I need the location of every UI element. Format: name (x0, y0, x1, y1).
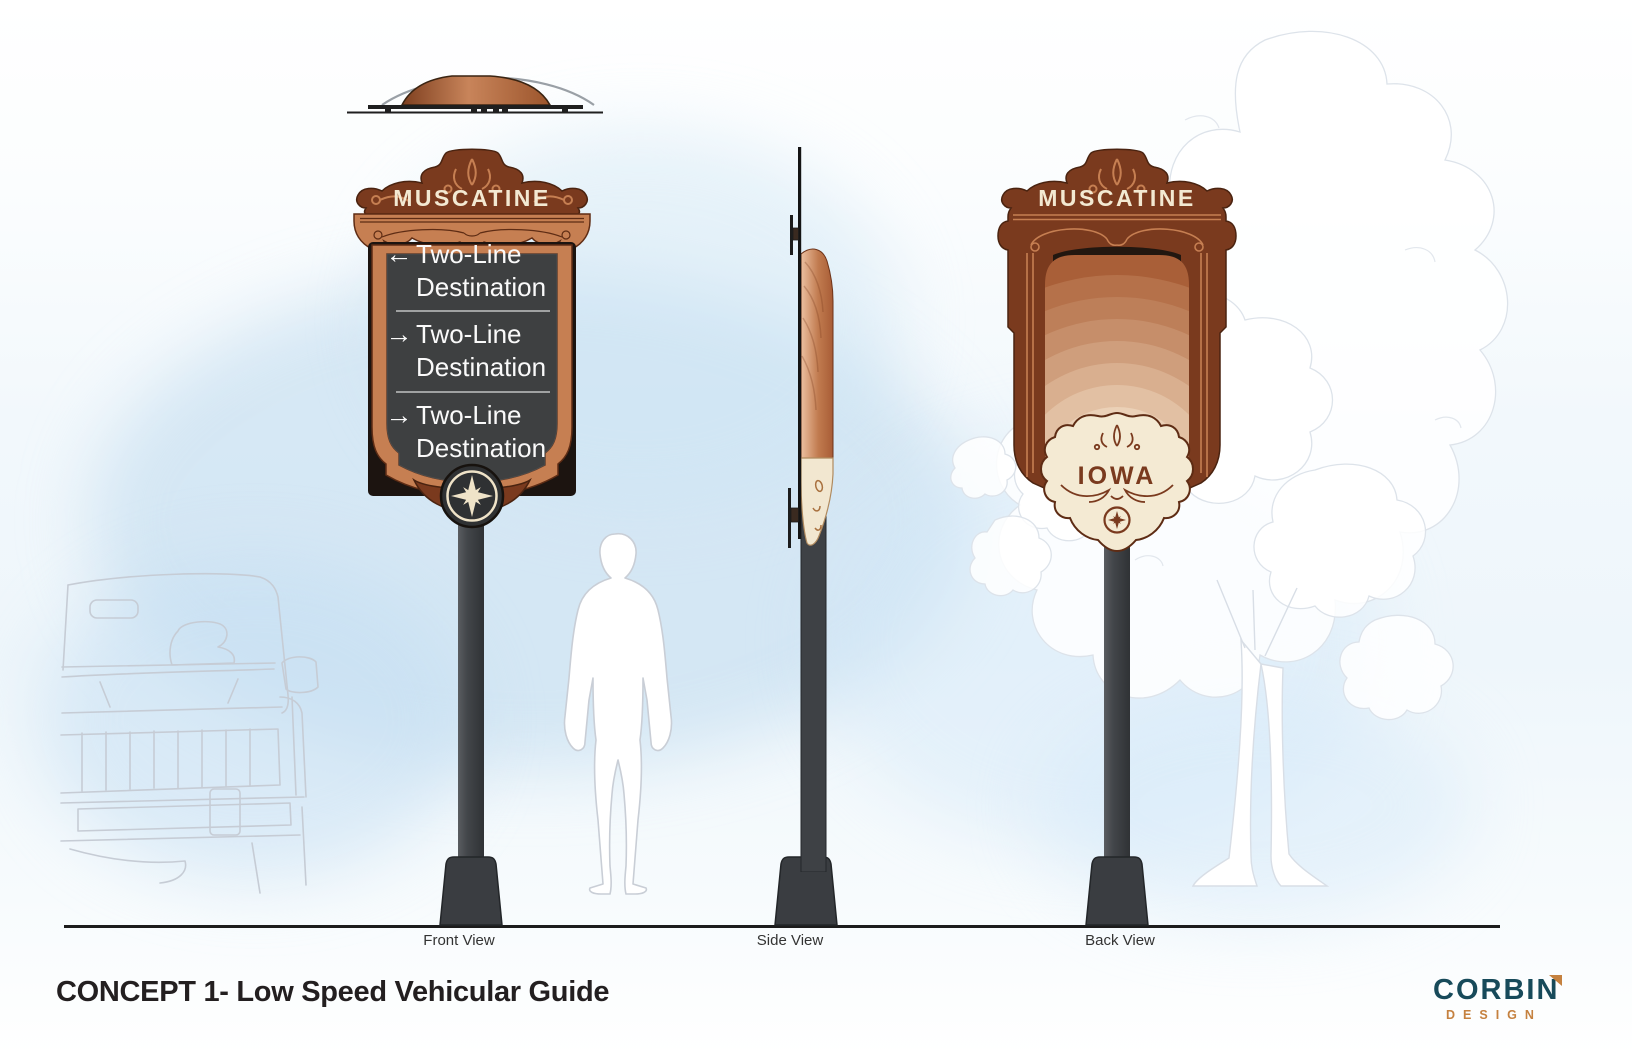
front-sign-base (439, 856, 503, 926)
concept-title: CONCEPT 1- Low Speed Vehicular Guide (56, 976, 610, 1008)
side-view-label: Side View (756, 932, 824, 949)
front-view-label: Front View (423, 932, 495, 949)
dest2-line2: Destination (416, 352, 546, 382)
badge-flourish (1060, 484, 1174, 503)
side-panel-edge (798, 147, 802, 539)
logo-subtitle: DESIGN (1446, 1008, 1542, 1022)
logo-accent-triangle-icon (1549, 975, 1563, 986)
crest-plume-ornament (371, 158, 573, 205)
dest3-line1: Two-Line (416, 400, 522, 430)
back-copper-ornaments (1013, 214, 1221, 477)
compass-icon (1103, 506, 1131, 534)
car-sketch (60, 572, 319, 894)
ground-line (64, 925, 1500, 928)
logo-name-text: CORBIN (1433, 974, 1560, 1006)
plan-view-drawing (347, 75, 603, 114)
back-sign-panel: MUSCATINE IOWA (997, 148, 1237, 553)
dest2-arrow-icon: → (386, 319, 413, 349)
front-sign-panel: MUSCATINE ← Two-Line Destination → Two-L… (353, 148, 591, 529)
back-city-text: MUSCATINE (1038, 185, 1196, 211)
front-sign-pole (458, 515, 484, 865)
back-sign-pole (1104, 525, 1130, 865)
cornice-scrolls (360, 217, 584, 240)
side-badge-profile (800, 457, 834, 546)
dest1-line1: Two-Line (416, 239, 522, 269)
side-view-drawing (788, 147, 834, 872)
back-view-label: Back View (1085, 932, 1155, 949)
dest3-arrow-icon: → (386, 400, 413, 430)
front-sign-crest (355, 148, 589, 215)
back-badge (1040, 411, 1194, 553)
back-state-text: IOWA (1078, 462, 1157, 490)
compass-rose-icon (439, 463, 505, 529)
side-brackets (788, 215, 799, 548)
dest1-arrow-icon: ← (386, 239, 413, 269)
badge-plume-ornament (1093, 424, 1141, 451)
dest3-line2: Destination (416, 433, 546, 463)
back-crest-plume-ornament (1088, 158, 1146, 194)
front-city-text: MUSCATINE (393, 185, 551, 211)
dest2-line1: Two-Line (416, 319, 522, 349)
logo-wordmark: CORBIN (1433, 974, 1563, 1007)
back-sign-base (1085, 856, 1149, 926)
corbin-design-logo: CORBIN DESIGN (1433, 974, 1573, 1022)
dest1-line2: Destination (416, 272, 546, 302)
person-silhouette (563, 532, 673, 895)
